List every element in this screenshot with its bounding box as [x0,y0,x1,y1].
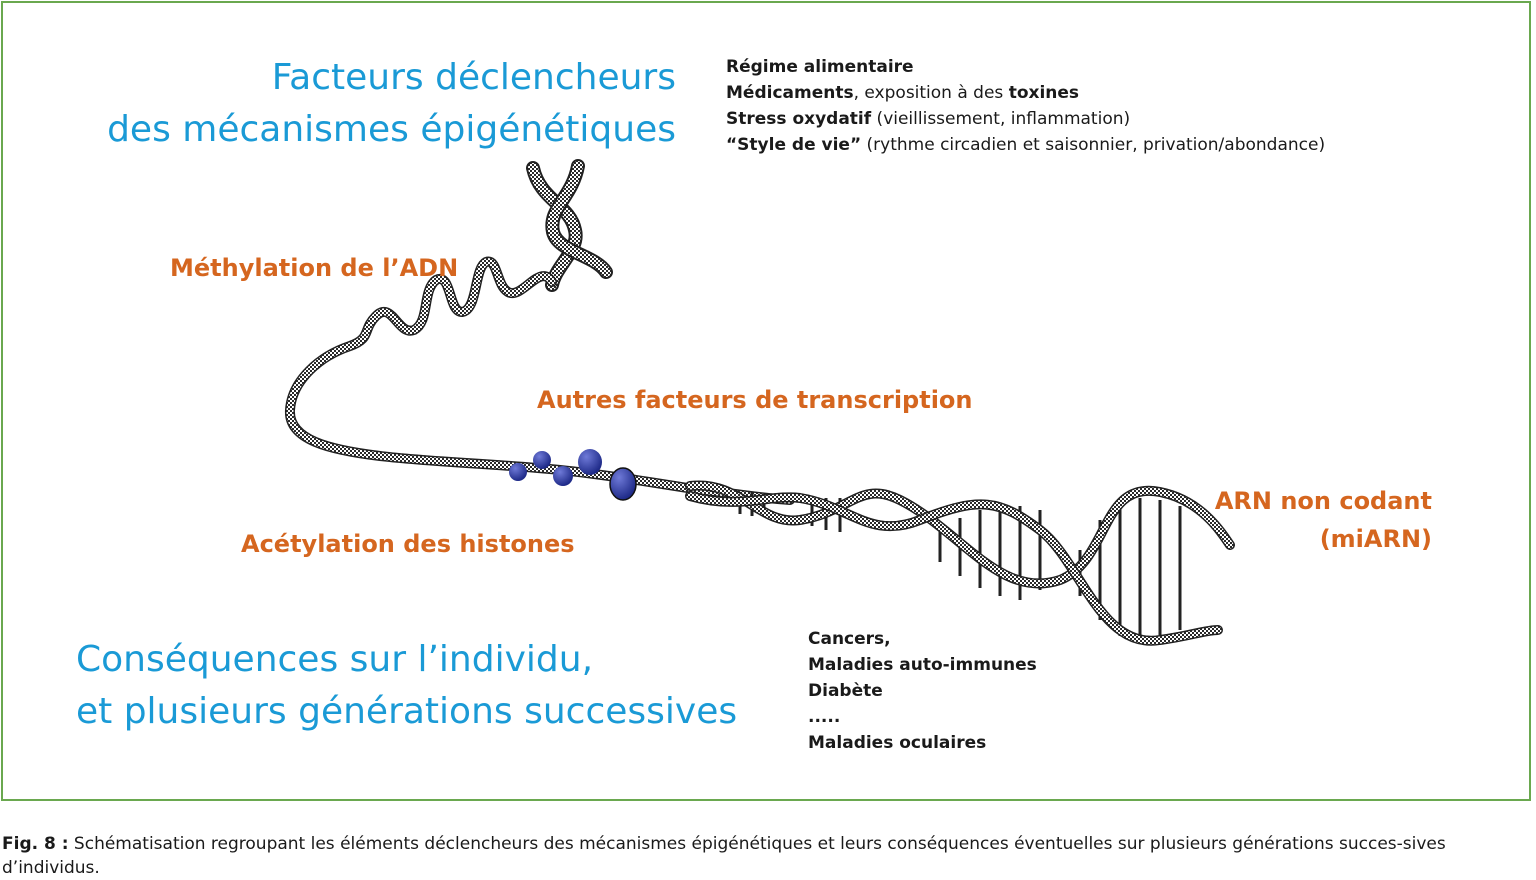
chromosome-icon [526,159,613,292]
histone-marker [533,451,551,469]
histone-marker [609,467,637,501]
factor-item: Médicaments, exposition à des toxines [726,83,1080,103]
label-non-coding-rna-line-1: ARN non codant [1214,487,1432,515]
caption-text: Schématisation regroupant les éléments d… [2,834,1446,878]
factor-bold: Médicaments [726,83,854,103]
trigger-factors-list: Régime alimentaire Médicaments, expositi… [726,54,1426,158]
factor-item: Stress oxydatif (vieillissement, inflamm… [726,109,1131,129]
title-triggers-line-1: Facteurs déclencheurs [271,57,676,98]
consequence-item: ..... [808,707,841,727]
title-consequences: Conséquences sur l’individu, et plusieur… [76,634,776,738]
title-triggers: Facteurs déclencheurs des mécanismes épi… [40,52,676,156]
label-histone-acetylation: Acétylation des histones [241,530,575,558]
histone-marker [553,466,573,486]
figure-caption: Fig. 8 : Schématisation regroupant les é… [2,832,1534,880]
histone-marker [578,449,602,475]
label-other-transcription-factors: Autres facteurs de transcription [537,386,973,414]
factor-item: Régime alimentaire [726,54,1426,80]
factor-item: “Style de vie” (rythme circadien et sais… [726,135,1326,155]
label-dna-methylation: Méthylation de l’ADN [170,254,459,282]
dna-double-helix [685,480,1235,646]
factor-bold: Stress oxydatif [726,109,872,129]
title-consequences-line-1: Conséquences sur l’individu, [76,639,594,680]
factor-bold: “Style de vie” [726,135,862,155]
label-non-coding-rna-line-2: (miARN) [1319,525,1432,553]
histone-marker [509,463,527,481]
figure-frame [1,1,1531,801]
consequence-item: Maladies auto-immunes [808,655,1037,675]
dna-chromosome-illustration [285,159,1235,646]
title-triggers-line-2: des mécanismes épigénétiques [107,109,676,150]
label-non-coding-rna: ARN non codant (miARN) [1180,482,1432,558]
consequence-item: Cancers, [808,629,891,649]
factor-bold: Régime alimentaire [726,57,914,77]
title-consequences-line-2: et plusieurs générations successives [76,691,738,732]
histone-markers [509,449,637,501]
consequence-item: Maladies oculaires [808,733,987,753]
figure-number: Fig. 8 : [2,834,69,854]
consequence-item: Diabète [808,681,883,701]
consequences-list: Cancers, Maladies auto-immunes Diabète .… [808,626,1108,756]
